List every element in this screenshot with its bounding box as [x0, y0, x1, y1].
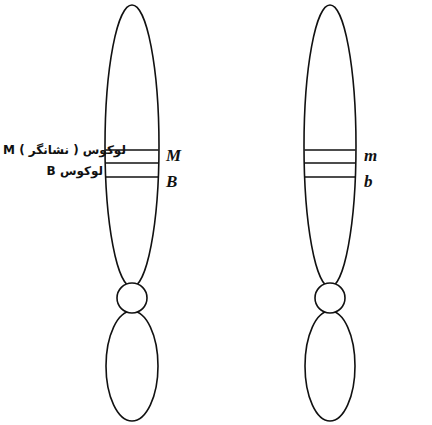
- centromere: [117, 283, 147, 313]
- allele-label: B: [166, 173, 177, 192]
- allele-label: m: [364, 147, 377, 166]
- band-line: [305, 149, 356, 151]
- chromosome-arm: [304, 5, 356, 287]
- locus-label: لوکوس ( نشانگر ) M: [3, 144, 126, 157]
- locus-label: لوکوس B: [47, 165, 103, 178]
- chromosome-arm: [305, 311, 355, 421]
- band-line: [305, 176, 356, 178]
- band-line: [305, 162, 356, 164]
- allele-label: M: [166, 147, 181, 166]
- chromosome-arm: [106, 311, 158, 421]
- band-line: [106, 176, 159, 178]
- allele-label: b: [364, 173, 373, 192]
- centromere: [315, 283, 345, 313]
- band-line: [106, 162, 159, 164]
